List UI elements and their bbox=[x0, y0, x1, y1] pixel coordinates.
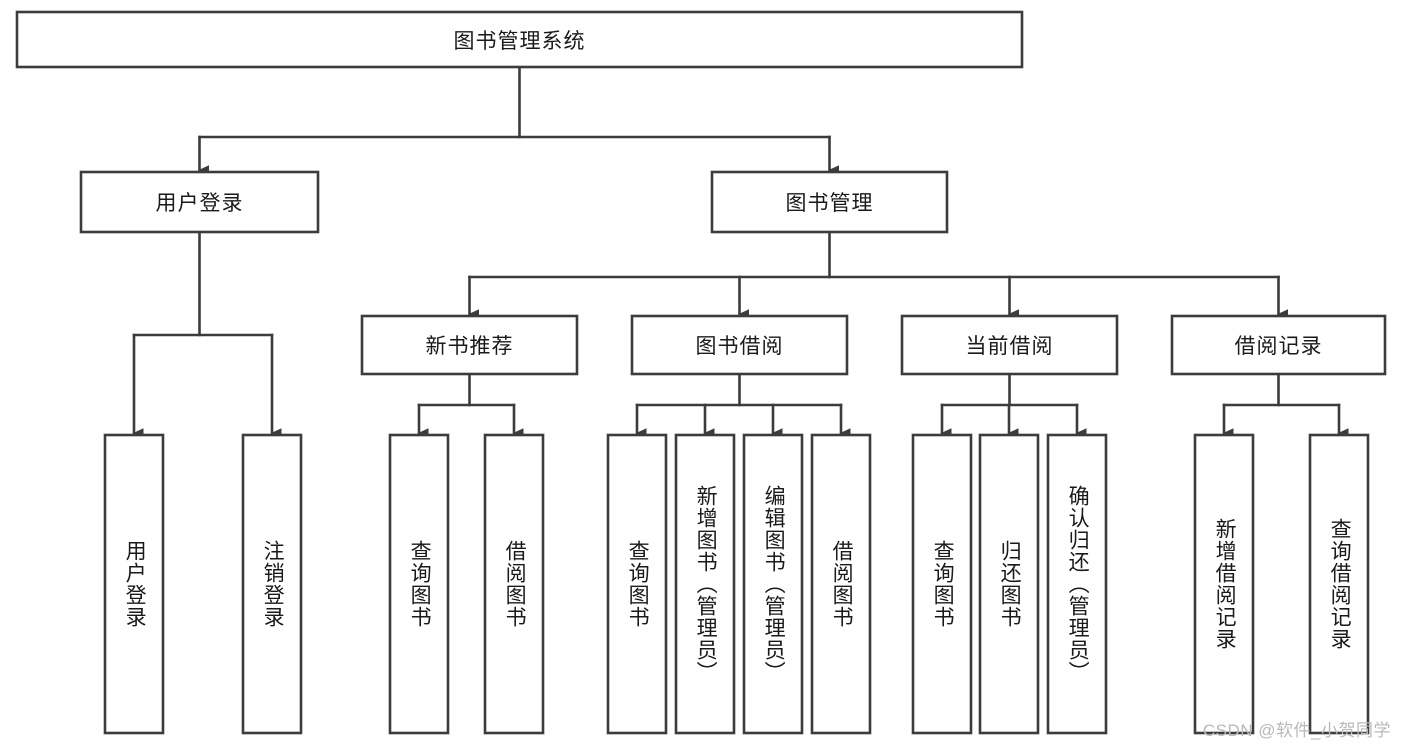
node-box-leaf-query-book-borrow[interactable] bbox=[606, 433, 668, 735]
node-box-leaf-user-logout[interactable] bbox=[241, 433, 303, 735]
node-box-leaf-add-book[interactable] bbox=[674, 433, 736, 735]
node-box-leaf-return-book[interactable] bbox=[978, 433, 1040, 735]
connector-layer bbox=[132, 65, 1349, 438]
node-box-book-borrow[interactable] bbox=[630, 314, 849, 376]
node-box-root[interactable] bbox=[15, 10, 1024, 69]
node-box-leaf-edit-book[interactable] bbox=[742, 433, 804, 735]
node-box-book-manage[interactable] bbox=[710, 170, 949, 234]
node-box-user-login[interactable] bbox=[79, 170, 320, 234]
node-box-leaf-query-book-rec[interactable] bbox=[388, 433, 450, 735]
node-box-leaf-query-book-cur[interactable] bbox=[911, 433, 973, 735]
node-box-leaf-borrow-book-rec[interactable] bbox=[483, 433, 545, 735]
node-box-leaf-query-record[interactable] bbox=[1308, 433, 1370, 735]
node-box-current-borrow[interactable] bbox=[900, 314, 1119, 376]
node-box-leaf-add-record[interactable] bbox=[1193, 433, 1255, 735]
box-layer bbox=[15, 10, 1387, 735]
node-box-borrow-record[interactable] bbox=[1170, 314, 1387, 376]
node-box-leaf-confirm-return[interactable] bbox=[1046, 433, 1108, 735]
node-box-leaf-borrow-book[interactable] bbox=[810, 433, 872, 735]
node-box-leaf-user-login[interactable] bbox=[103, 433, 165, 735]
node-box-new-book-rec[interactable] bbox=[360, 314, 579, 376]
